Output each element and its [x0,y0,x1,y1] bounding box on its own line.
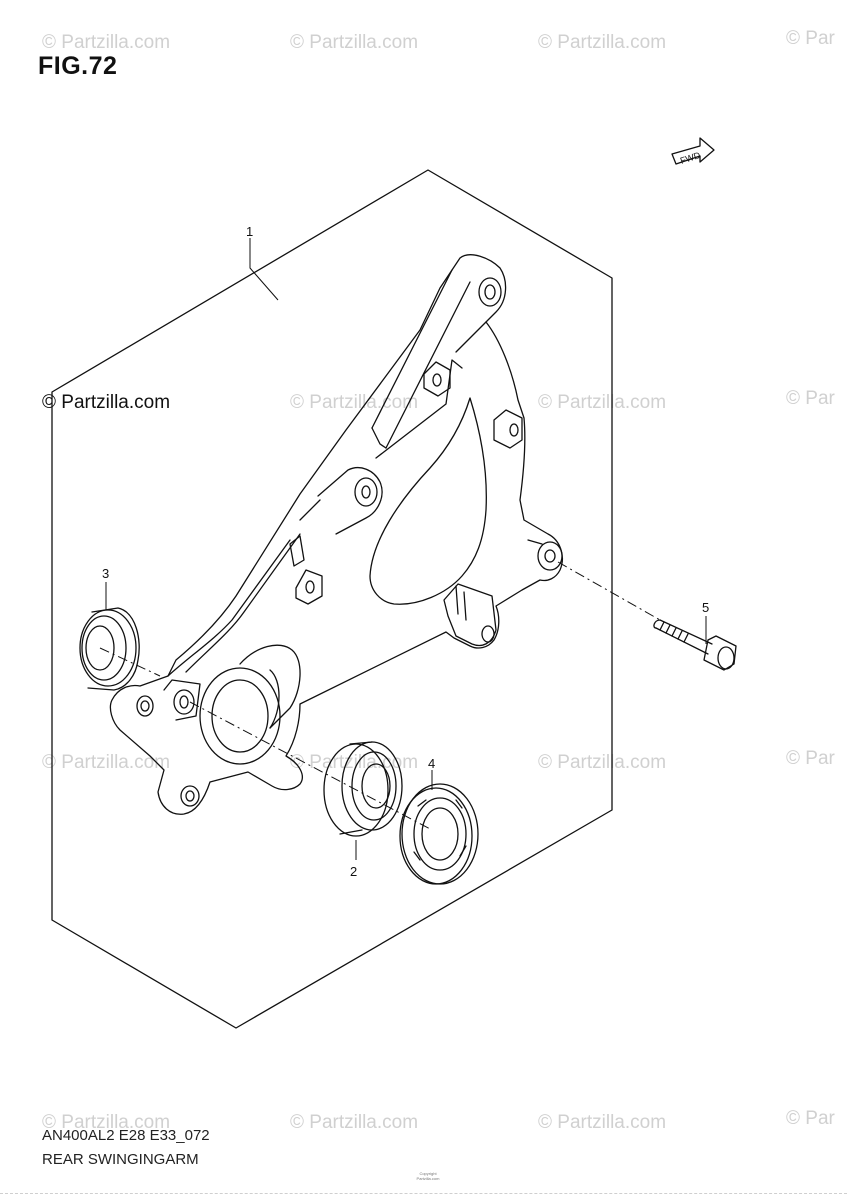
model-code: AN400AL2 E28 E33_072 [42,1127,210,1144]
bracket-lower [295,569,323,605]
bracket-mount [443,583,497,647]
watermark: © Partzilla.com [290,392,419,413]
watermark: © Par [786,28,835,49]
watermark: © Par [786,748,835,769]
watermark: © Par [786,1108,835,1129]
watermark: © Partzilla.com [42,752,171,773]
callout-2: 2 [350,864,357,879]
watermark: © Partzilla.com [538,752,667,773]
oil-seal-part-3 [79,607,140,691]
swingarm-outline [109,254,563,815]
callout-3: 3 [102,566,109,581]
bolt-part-5 [653,619,737,671]
bottom-rule [0,1193,847,1194]
figure-title: FIG.72 [38,52,118,80]
callout-5: 5 [702,600,709,615]
bracket-upper [423,361,451,397]
watermark-logo: © Partzilla.com [42,392,171,413]
dust-seal-part-4 [399,783,479,885]
callout-4: 4 [428,756,435,771]
watermark: © Partzilla.com [42,1112,171,1133]
part-group-name: REAR SWINGINGARM [42,1151,199,1168]
assembly-boundary [51,169,613,1029]
swingarm-cutout [369,397,487,605]
watermark: © Partzilla.com [538,32,667,53]
watermark: © Partzilla.com [42,32,171,53]
bracket-right [493,409,523,449]
pivot-boss [199,667,281,765]
watermark: © Par [786,388,835,409]
callout-1: 1 [246,224,253,239]
bearing-part-2 [323,741,403,837]
watermark: © Partzilla.com [538,1112,667,1133]
watermark: © Partzilla.com [290,1112,419,1133]
watermark: © Partzilla.com [290,32,419,53]
copyright-notice: Copyright Partzilla.com [416,1171,440,1181]
watermark: © Partzilla.com [538,392,667,413]
fwd-arrow-icon: FWD [671,137,715,166]
